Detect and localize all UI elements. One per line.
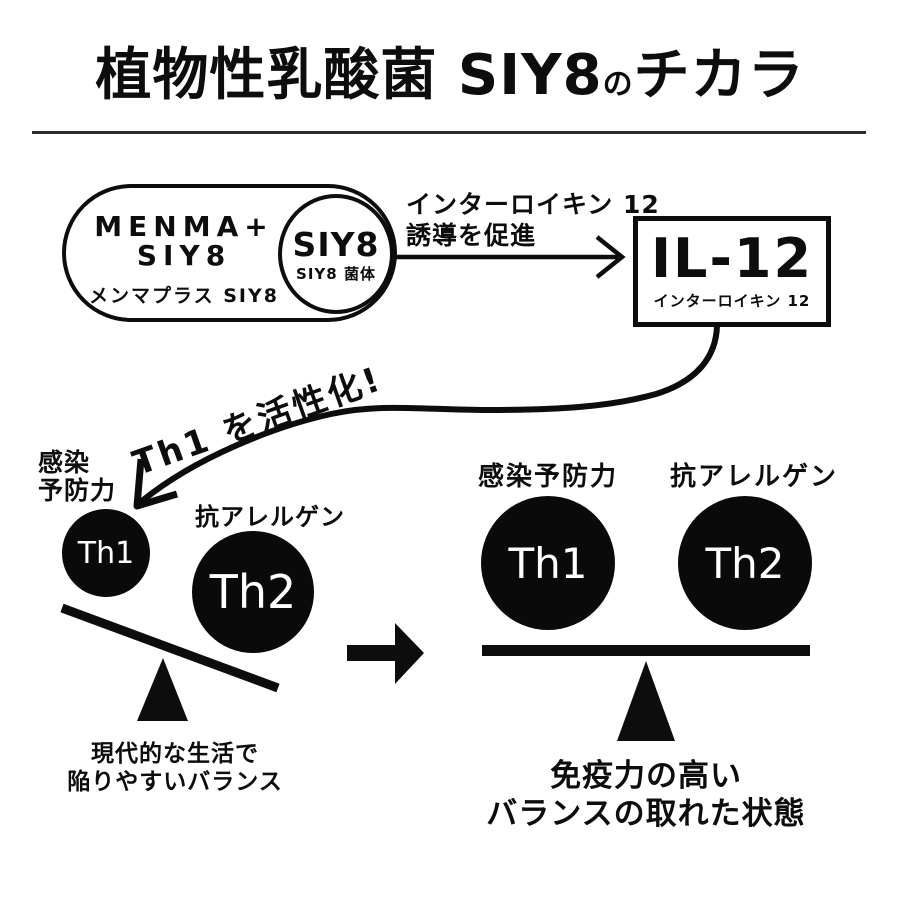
before-caption-line1: 現代的な生活で (91, 741, 259, 767)
after-th2-label: 抗アレルゲン (670, 462, 839, 492)
title-divider (32, 131, 866, 134)
before-caption-line2: 陥りやすいバランス (67, 769, 283, 795)
il12-box: IL-12 インターロイキン 12 (633, 216, 831, 327)
induction-arrowhead-icon (595, 235, 626, 279)
before-th1-label-line1: 感染 (38, 448, 91, 477)
before-balance-beam (60, 603, 280, 693)
before-th2-label: 抗アレルゲン (195, 503, 345, 531)
transition-arrow-icon (347, 623, 424, 684)
after-th1-label: 感染予防力 (478, 462, 619, 492)
before-th2-circle: Th2 (192, 531, 314, 653)
after-balance-beam (482, 645, 810, 656)
il12-label: IL-12 (650, 227, 814, 290)
after-th2-circle: Th2 (678, 496, 812, 630)
induction-caption-line1: インターロイキン 12 (406, 190, 660, 219)
siy8-badge-label: SIY8 (292, 225, 380, 264)
page-title-part2: チカラ (633, 43, 805, 108)
product-name-ja: メンマプラス SIY8 (89, 285, 279, 307)
before-th1-label: 感染 予防力 (38, 449, 116, 505)
after-th1-text: Th1 (508, 538, 588, 588)
product-name-block: MENMA+ SIY8 メンマプラス SIY8 (84, 212, 284, 308)
before-th2-text: Th2 (209, 565, 297, 619)
induction-caption-line2: 誘導を促進 (406, 221, 537, 250)
activation-curve (139, 323, 720, 504)
after-caption-line2: バランスの取れた状態 (486, 796, 806, 832)
before-balance-caption: 現代的な生活で 陥りやすいバランス (25, 740, 325, 796)
after-th2-text: Th2 (705, 538, 785, 588)
page-title-particle: の (602, 67, 634, 102)
before-th1-label-line2: 予防力 (38, 476, 117, 505)
after-fulcrum-triangle-icon (617, 661, 675, 741)
before-th1-circle: Th1 (62, 509, 150, 597)
induction-arrow-caption: インターロイキン 12 誘導を促進 (406, 189, 660, 251)
after-balance-caption: 免疫力の高い バランスの取れた状態 (485, 757, 807, 833)
siy8-badge-circle: SIY8 SIY8 菌体 (278, 194, 394, 314)
after-th1-circle: Th1 (481, 496, 615, 630)
il12-sublabel: インターロイキン 12 (653, 292, 811, 310)
product-name-en-line2: SIY8 (136, 239, 232, 272)
after-caption-line1: 免疫力の高い (550, 758, 742, 794)
product-name-en-line1: MENMA+ (94, 210, 274, 243)
page-title-part1: 植物性乳酸菌 SIY8 (95, 43, 603, 108)
before-th1-text: Th1 (77, 535, 135, 571)
before-fulcrum-triangle-icon (137, 658, 188, 721)
activation-arrowhead-icon (133, 458, 179, 510)
siy8-badge-sublabel: SIY8 菌体 (296, 265, 376, 283)
page-title: 植物性乳酸菌 SIY8のチカラ (0, 30, 900, 111)
product-capsule (62, 184, 397, 322)
